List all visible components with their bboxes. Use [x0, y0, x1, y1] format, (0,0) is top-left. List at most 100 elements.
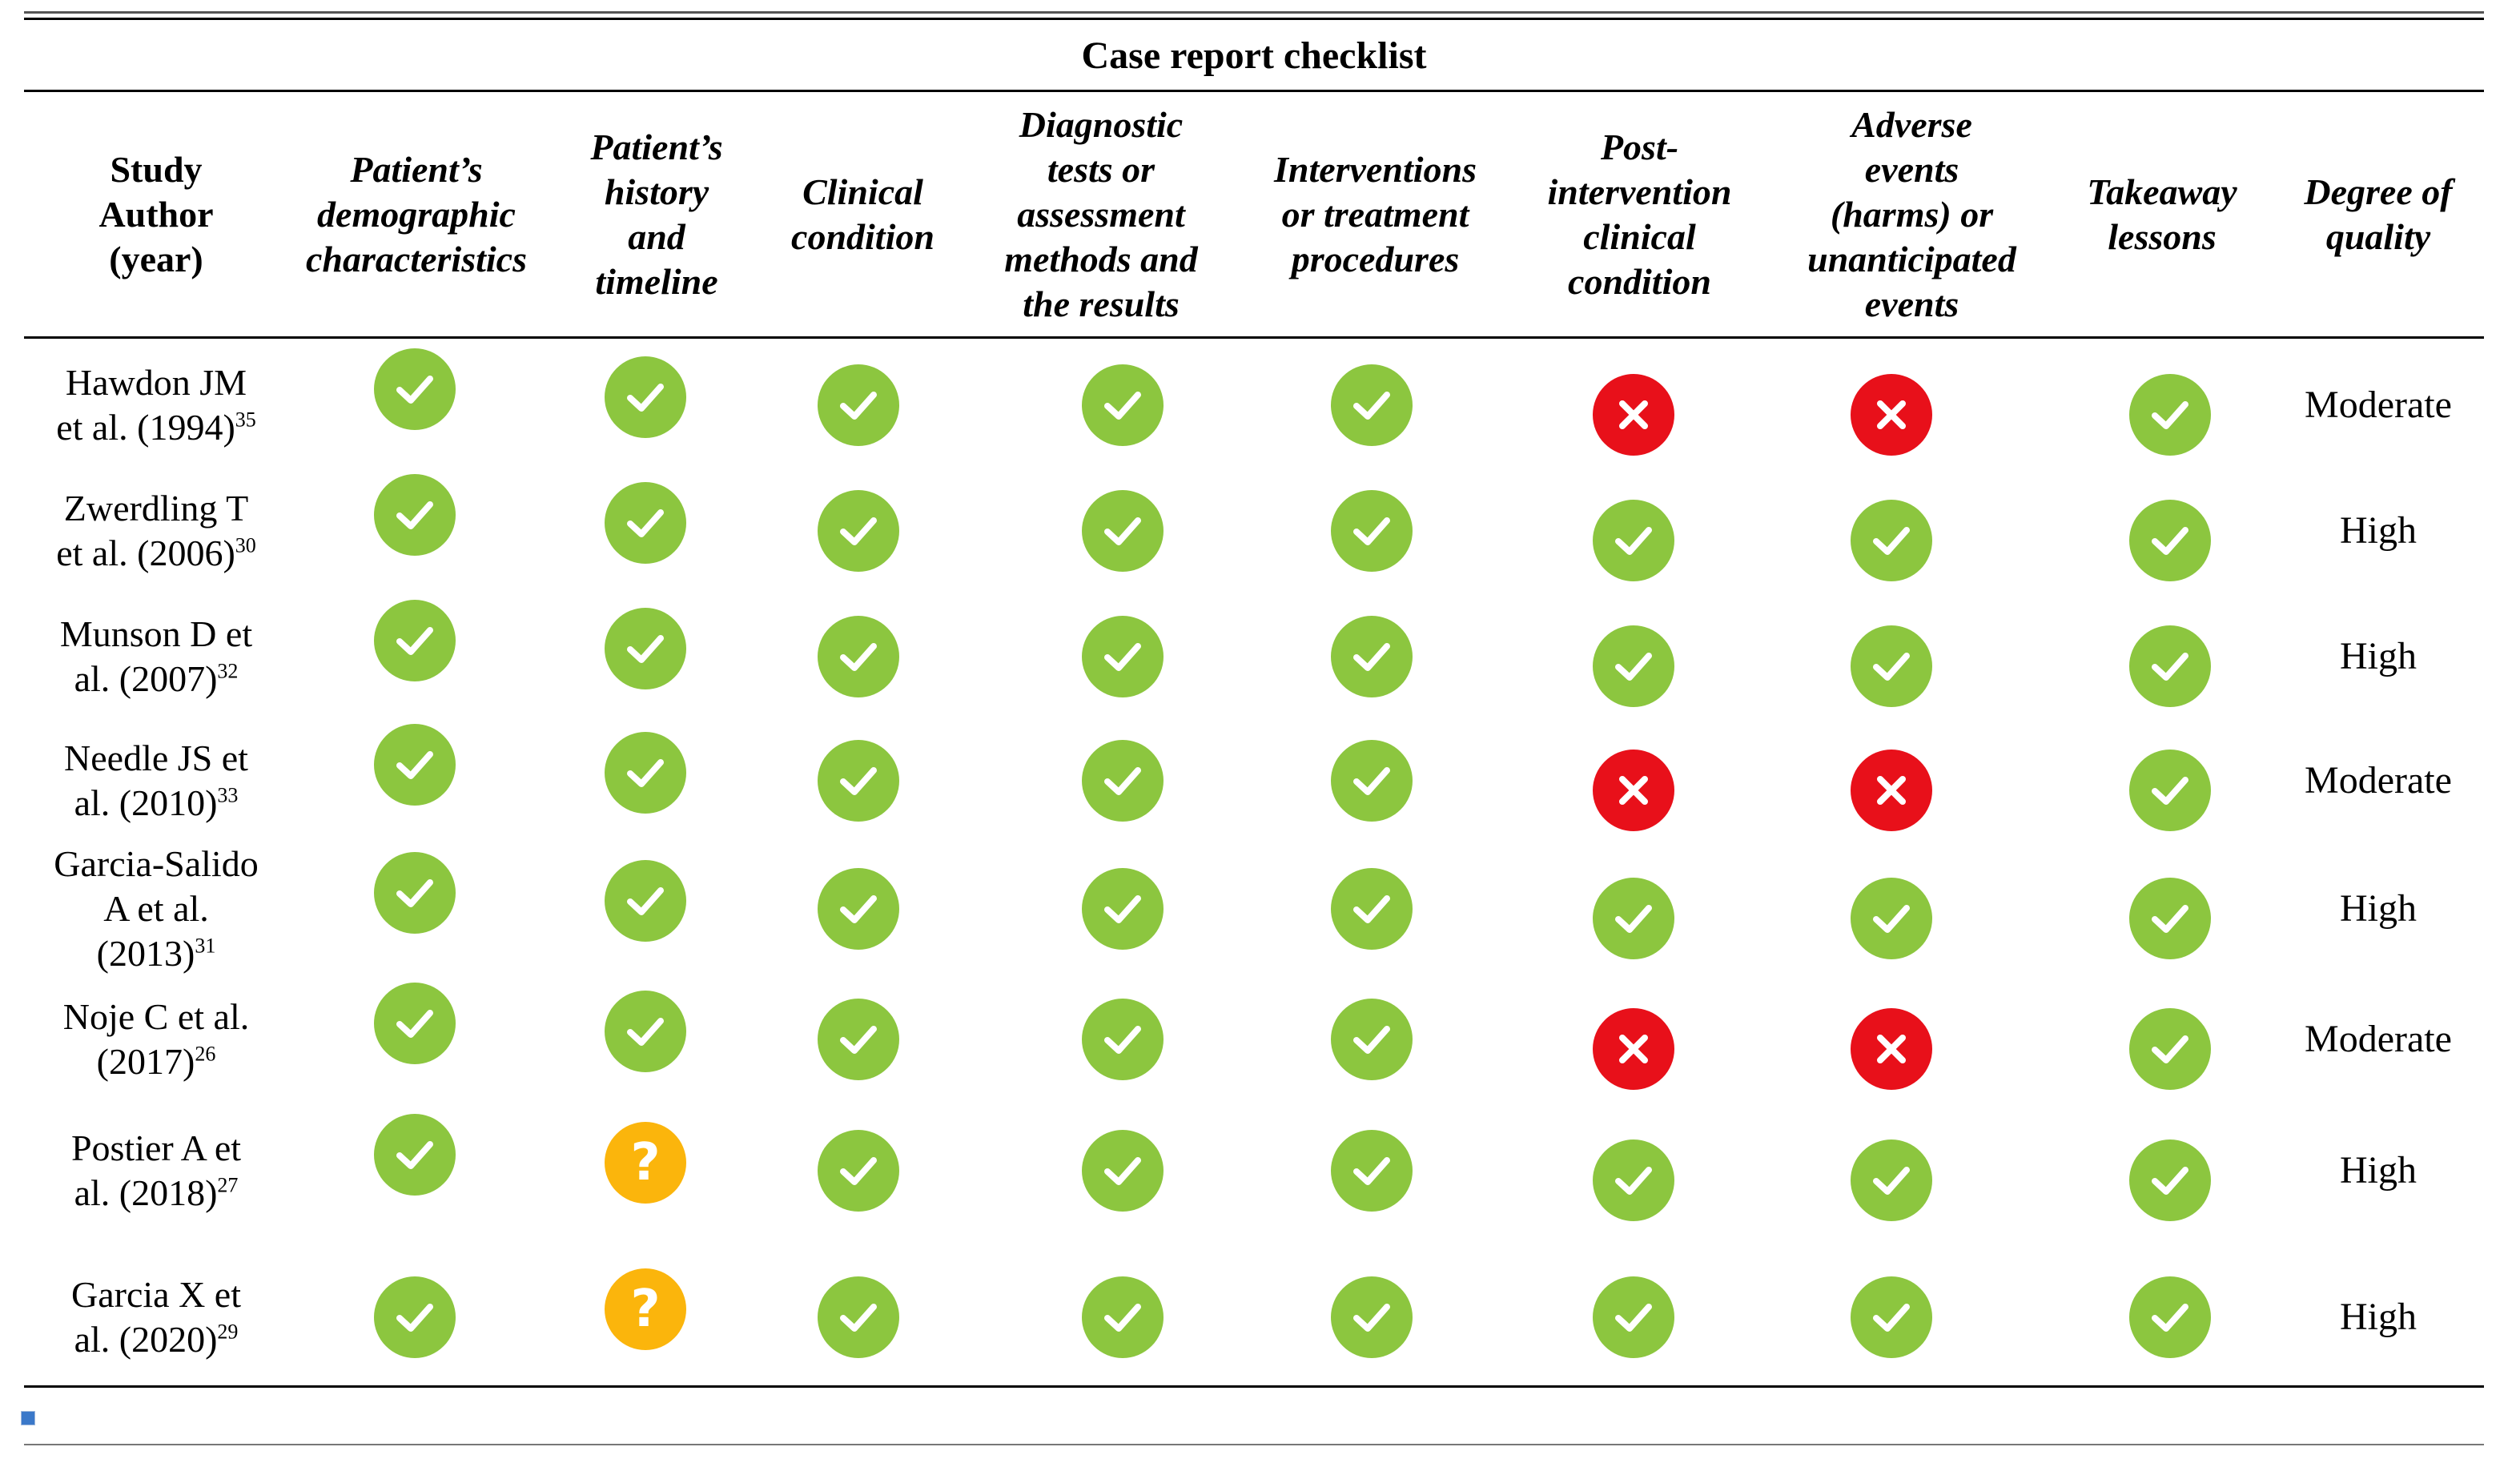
check-icon — [374, 1114, 456, 1196]
check-icon — [374, 724, 456, 806]
column-header-line: unanticipated — [1807, 239, 2016, 279]
check-icon — [1331, 364, 1413, 446]
column-header-line: demographic — [317, 194, 516, 235]
check-icon — [374, 348, 456, 430]
reference-number: 27 — [217, 1173, 239, 1197]
reference-number: 32 — [217, 659, 239, 683]
check-icon — [1331, 740, 1413, 822]
column-header-line: and — [628, 216, 685, 257]
check-icon — [818, 1130, 899, 1212]
check-icon — [2129, 1139, 2211, 1221]
check-icon — [1082, 364, 1164, 446]
check-icon — [1851, 625, 1932, 707]
check-icon — [1331, 1130, 1413, 1212]
check-icon — [605, 356, 686, 438]
check-icon — [1593, 1139, 1674, 1221]
check-icon — [605, 608, 686, 689]
check-icon — [605, 482, 686, 564]
study-author-text: (2017) — [96, 1041, 195, 1082]
column-header-line: clinical — [1583, 216, 1696, 257]
check-icon — [2129, 374, 2211, 456]
quality-rating: High — [2340, 1296, 2417, 1338]
reference-number: 33 — [217, 783, 239, 807]
header-rule — [24, 336, 2484, 339]
check-icon — [2129, 500, 2211, 581]
expand-icon[interactable] — [21, 1411, 35, 1425]
check-icon — [2129, 878, 2211, 959]
check-icon — [605, 860, 686, 942]
check-icon — [1593, 625, 1674, 707]
quality-rating: Moderate — [2305, 384, 2452, 426]
study-author-text: A et al. — [103, 888, 209, 929]
study-author-text: al. (2010) — [74, 782, 218, 823]
column-header-line: procedures — [1291, 239, 1460, 279]
column-header-line: lessons — [2108, 216, 2217, 257]
check-icon — [374, 852, 456, 934]
study-author-text: al. (2018) — [74, 1172, 218, 1213]
check-icon — [374, 600, 456, 681]
column-header-line: Degree of — [2304, 171, 2453, 212]
check-icon — [818, 740, 899, 822]
footer-rule — [24, 1444, 2484, 1445]
study-author-text: Hawdon JM — [65, 362, 247, 403]
check-icon — [2129, 625, 2211, 707]
cross-icon — [1593, 750, 1674, 831]
study-author-text: (2013) — [96, 933, 195, 974]
check-icon — [605, 991, 686, 1072]
column-header-line: Study — [110, 149, 203, 190]
reference-number: 35 — [235, 408, 256, 432]
quality-rating: High — [2340, 509, 2417, 552]
study-author-text: al. (2020) — [74, 1319, 218, 1360]
study-author-text: Noje C et al. — [62, 996, 250, 1037]
column-header-line: intervention — [1547, 171, 1732, 212]
check-icon — [1593, 878, 1674, 959]
check-icon — [1082, 1276, 1164, 1358]
quality-rating: Moderate — [2305, 1018, 2452, 1060]
study-author-cell: Noje C et al.(2017)26 — [24, 979, 288, 1099]
bottom-rule — [24, 1385, 2484, 1388]
reference-number: 30 — [235, 533, 256, 557]
column-header-line: characteristics — [306, 239, 527, 279]
check-icon — [1851, 500, 1932, 581]
column-header-line: history — [604, 171, 709, 212]
column-header-line: Interventions — [1273, 149, 1477, 190]
column-header-line: assessment — [1017, 194, 1185, 235]
column-header-line: tests or — [1047, 149, 1156, 190]
column-header-line: Diagnostic — [1019, 104, 1184, 145]
check-icon — [818, 1276, 899, 1358]
check-icon — [818, 616, 899, 697]
cross-icon — [1851, 750, 1932, 831]
check-icon — [1331, 868, 1413, 950]
column-header-line: Clinical — [802, 171, 923, 212]
column-header-line: Takeaway — [2087, 171, 2237, 212]
check-icon — [2129, 1008, 2211, 1090]
check-icon — [1331, 490, 1413, 572]
quality-rating: High — [2340, 635, 2417, 677]
check-icon — [818, 364, 899, 446]
cross-icon — [1593, 374, 1674, 456]
title-rule — [24, 90, 2484, 92]
check-icon — [1331, 999, 1413, 1080]
check-icon — [1082, 740, 1164, 822]
check-icon — [818, 868, 899, 950]
cross-icon — [1593, 1008, 1674, 1090]
reference-number: 26 — [195, 1042, 216, 1066]
cross-icon — [1851, 1008, 1932, 1090]
check-icon — [1851, 878, 1932, 959]
column-header-line: Patient’s — [350, 149, 483, 190]
check-icon — [374, 474, 456, 556]
check-icon — [1593, 1276, 1674, 1358]
check-icon — [818, 490, 899, 572]
